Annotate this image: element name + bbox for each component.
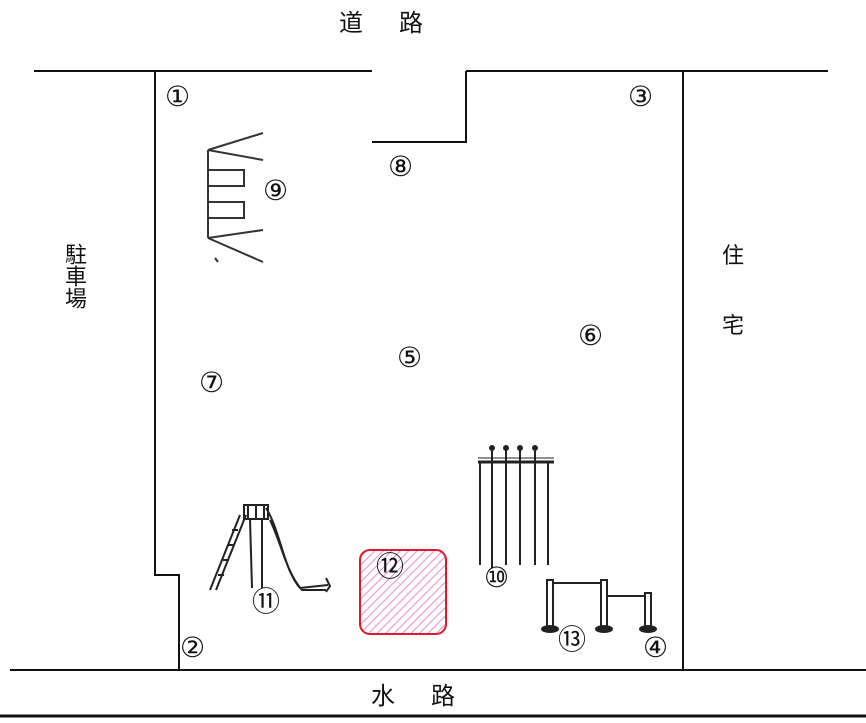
horizontal-bars-icon — [541, 579, 657, 633]
housing-label-char2: 宅 — [722, 314, 745, 339]
parking-label: 駐車場 — [61, 243, 86, 309]
waterway-label-char1: 水 — [371, 682, 395, 710]
marker-6: ⑥ — [578, 319, 604, 352]
marker-4: ④ — [643, 631, 669, 664]
marker-12: ⑫ — [376, 550, 405, 583]
marker-13: ⑬ — [558, 623, 587, 656]
marker-11: ⑪ — [252, 585, 281, 618]
marker-10: ⑩ — [484, 561, 510, 594]
park-boundary-left — [154, 71, 180, 670]
waterway-label-char2: 路 — [431, 682, 455, 710]
marker-8: ⑧ — [388, 150, 414, 183]
marker-9: ⑨ — [263, 174, 289, 207]
hanging-bars-icon — [478, 445, 554, 568]
entrance-step — [372, 71, 467, 143]
marker-5: ⑤ — [397, 341, 423, 374]
slide-icon — [209, 504, 332, 593]
marker-2: ② — [180, 631, 206, 664]
marker-1: ① — [165, 80, 191, 113]
road-label-top-char2: 路 — [399, 9, 423, 37]
marker-7: ⑦ — [199, 366, 225, 399]
waterway-label: 水路 — [371, 684, 455, 708]
housing-label-char1: 住 — [722, 244, 745, 269]
sandbox — [359, 549, 447, 635]
climbing-frame-icon — [207, 132, 264, 263]
marker-3: ③ — [628, 80, 654, 113]
road-label-top-char1: 道 — [339, 9, 363, 37]
road-label-top: 道路 — [339, 11, 423, 35]
